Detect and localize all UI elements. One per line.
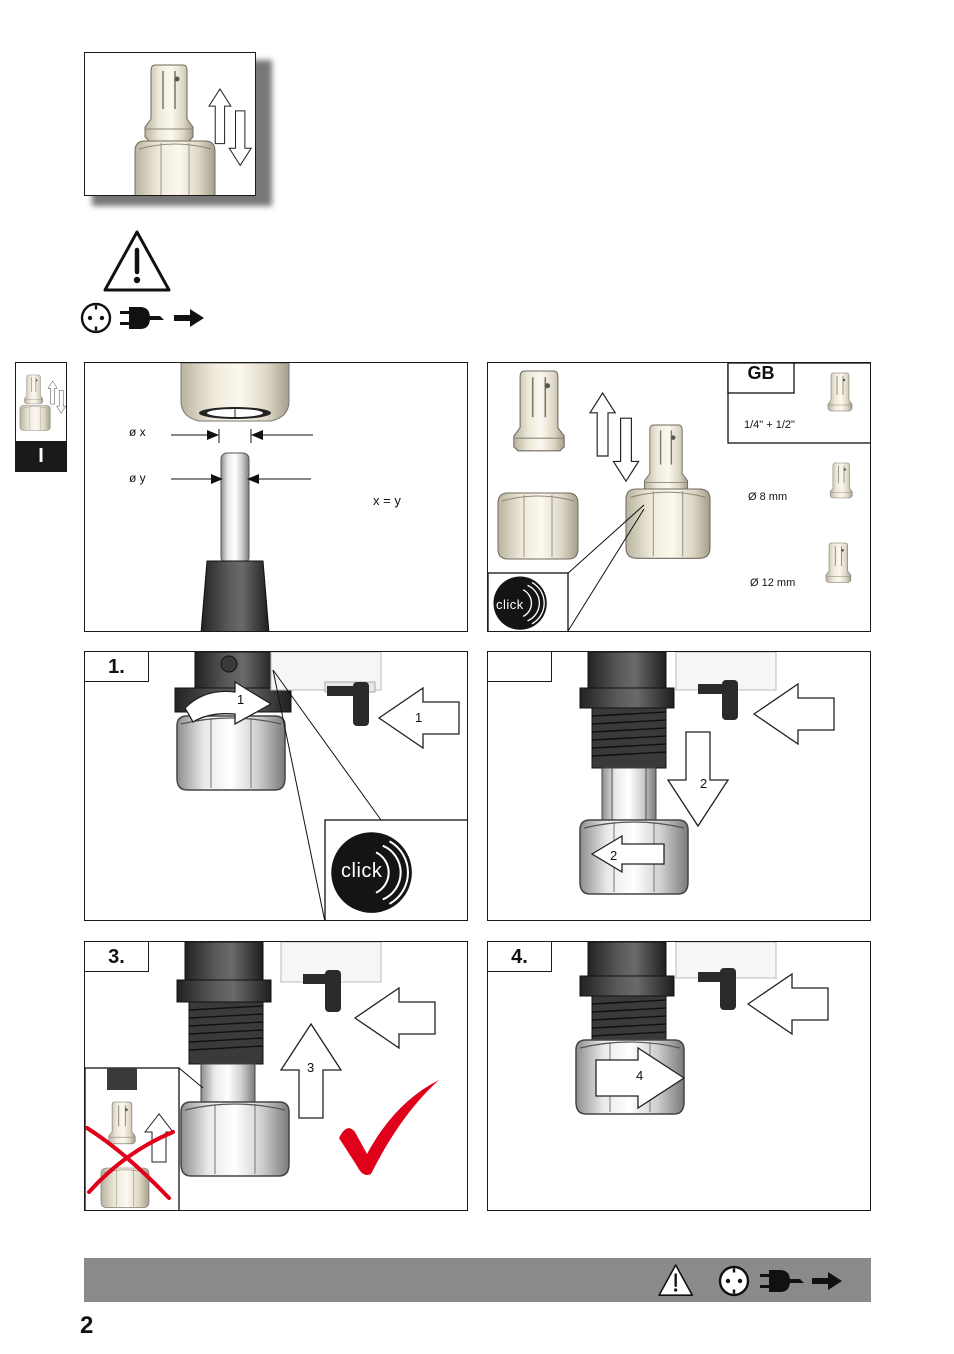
- diameter-y-label: ø y: [129, 471, 146, 485]
- step2-illustration: [579, 652, 835, 895]
- step3-illustration: [85, 942, 439, 1210]
- step2-arrow-number-b: 2: [610, 848, 618, 863]
- plug-icon: [760, 1270, 804, 1292]
- step4-arrow-number: 4: [636, 1068, 644, 1083]
- step2-panel: 2 2: [487, 651, 871, 921]
- size-label-12mm: Ø 12 mm: [750, 577, 796, 589]
- step4-illustration: [575, 942, 829, 1115]
- side-tab-letter: I: [16, 441, 66, 471]
- collet-nut-illustration: [134, 64, 252, 195]
- step3-label: 3.: [85, 942, 149, 972]
- page-number: 2: [80, 1312, 94, 1339]
- cross-icon: [85, 1126, 175, 1200]
- step1-label: 1.: [85, 652, 149, 682]
- measure-panel: ø x ø y x = y: [84, 362, 468, 632]
- arrow-right-icon: [174, 309, 204, 327]
- language-side-tab: I: [15, 362, 67, 472]
- side-tab-illustration: [19, 374, 66, 431]
- step1-arrow-number-a: 1: [237, 692, 245, 707]
- arrow-right-icon: [812, 1272, 842, 1290]
- step4-label: 4.: [488, 942, 552, 972]
- socket-icon: [718, 1265, 750, 1297]
- step2-arrow-number-a: 2: [700, 776, 708, 791]
- equation-label: x = y: [373, 493, 401, 508]
- plug-icon: [120, 307, 164, 329]
- measure-illustration: [171, 363, 313, 631]
- unplug-instruction: [718, 1265, 842, 1297]
- warning-icon: [658, 1264, 694, 1297]
- checkmark-icon: [339, 1080, 439, 1175]
- unplug-instruction: [78, 300, 218, 336]
- step2-label: [488, 652, 552, 682]
- intro-image-panel: [84, 52, 256, 196]
- sizes-panel: click GB 1/4" + 1/2" Ø 8 mm Ø 12 mm: [487, 362, 871, 632]
- step1-arrow-number-b: 1: [415, 710, 423, 725]
- step4-panel: 4. 4: [487, 941, 871, 1211]
- click-badge-text: click: [496, 597, 524, 612]
- up-down-arrow-icon: [589, 392, 640, 482]
- diameter-x-label: ø x: [129, 425, 146, 439]
- language-label: GB: [747, 363, 775, 383]
- footer-bar: [84, 1258, 871, 1302]
- step3-arrow-number: 3: [307, 1060, 315, 1075]
- step3-panel: 3. 3: [84, 941, 468, 1211]
- click-badge-text: click: [341, 860, 383, 882]
- size-label-8mm: Ø 8 mm: [748, 491, 788, 503]
- socket-icon: [80, 302, 112, 334]
- size-label-inch: 1/4" + 1/2": [744, 419, 795, 431]
- step1-panel: 1. 1 1 click: [84, 651, 468, 921]
- warning-icon: [103, 230, 173, 294]
